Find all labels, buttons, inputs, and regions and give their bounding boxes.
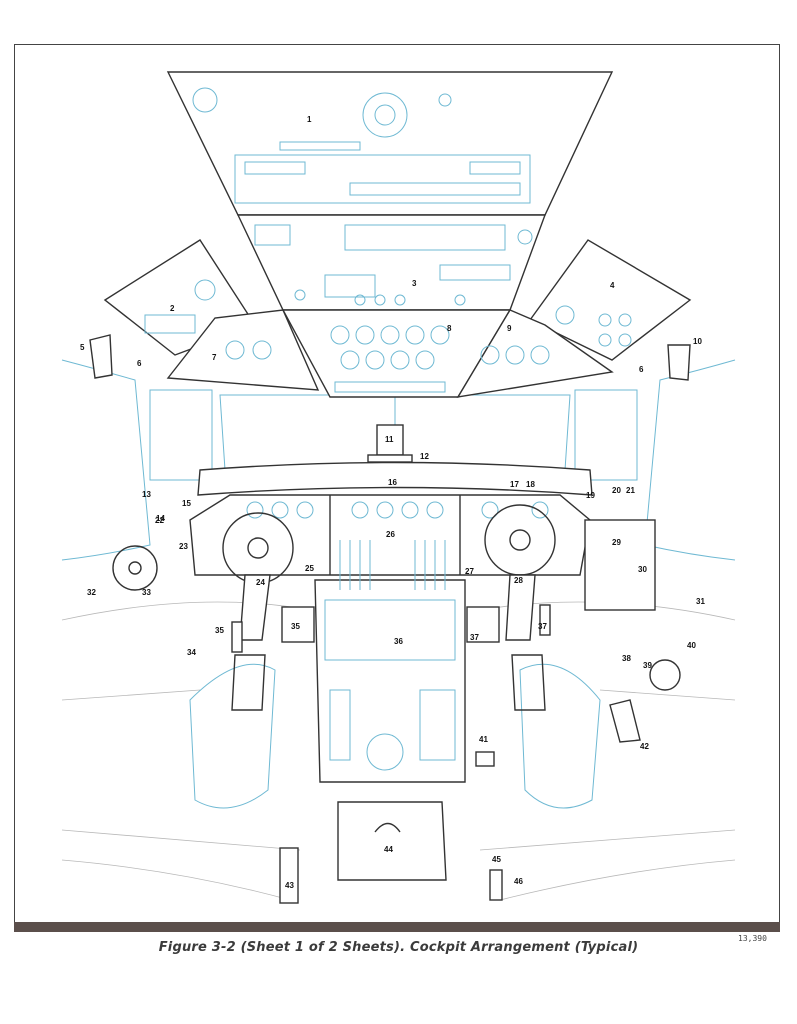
callout-26: 26 (386, 530, 395, 539)
callout-35-left: 35 (215, 626, 224, 635)
callout-27: 27 (465, 567, 474, 576)
callout-33: 33 (142, 588, 151, 597)
callout-23: 23 (179, 542, 188, 551)
callout-22: 22 (155, 516, 164, 525)
callout-25: 25 (305, 564, 314, 573)
callout-13: 13 (142, 490, 151, 499)
standby-compass (367, 424, 413, 463)
pilot-seats (189, 654, 601, 809)
callout-labels: 1 2 3 4 5 6 6 7 8 9 10 11 12 13 14 15 16… (80, 115, 705, 890)
glareshield-panels (166, 309, 614, 398)
callout-18: 18 (526, 480, 535, 489)
callout-37-center: 37 (470, 633, 479, 642)
callout-30: 30 (638, 565, 647, 574)
callout-24: 24 (256, 578, 265, 587)
callout-37-right: 37 (538, 622, 547, 631)
callout-44: 44 (384, 845, 393, 854)
callout-32: 32 (87, 588, 96, 597)
callout-34: 34 (187, 648, 196, 657)
callout-2: 2 (170, 304, 175, 313)
callout-19: 19 (586, 491, 595, 500)
figure-caption: Figure 3-2 (Sheet 1 of 2 Sheets). Cockpi… (158, 940, 639, 955)
center-pedestal (314, 540, 466, 783)
callout-42: 42 (640, 742, 649, 751)
callout-14: 14 (156, 514, 165, 523)
sheet-code: 13,390 (738, 934, 767, 943)
callout-11: 11 (385, 435, 394, 444)
callout-1: 1 (307, 115, 312, 124)
callout-46: 46 (514, 877, 523, 886)
callout-41: 41 (479, 735, 488, 744)
callout-39: 39 (643, 661, 652, 670)
callout-5: 5 (80, 343, 85, 352)
callout-29: 29 (612, 538, 621, 547)
callout-28: 28 (514, 576, 523, 585)
overhead-panel (166, 71, 614, 216)
callout-10: 10 (693, 337, 702, 346)
callout-12: 12 (420, 452, 429, 461)
glareshield (197, 461, 593, 496)
callout-36: 36 (394, 637, 403, 646)
callout-43: 43 (285, 881, 294, 890)
callout-31: 31 (696, 597, 705, 606)
misc-items (89, 334, 691, 904)
callout-21: 21 (626, 486, 635, 495)
callout-17: 17 (510, 480, 519, 489)
callout-6-right: 6 (639, 365, 644, 374)
callout-38: 38 (622, 654, 631, 663)
callout-15: 15 (182, 499, 191, 508)
right-side-panel (528, 239, 692, 361)
callout-8: 8 (447, 324, 452, 333)
callout-6-left: 6 (137, 359, 142, 368)
upper-panel (236, 214, 547, 311)
callout-4: 4 (610, 281, 615, 290)
callout-45: 45 (492, 855, 501, 864)
callout-16: 16 (388, 478, 397, 487)
callout-9: 9 (507, 324, 512, 333)
callout-40: 40 (687, 641, 696, 650)
callout-3: 3 (412, 279, 417, 288)
callout-7: 7 (212, 353, 217, 362)
callout-35-center: 35 (291, 622, 300, 631)
callout-20: 20 (612, 486, 621, 495)
caption-rule (14, 922, 780, 932)
control-yokes (112, 504, 556, 641)
